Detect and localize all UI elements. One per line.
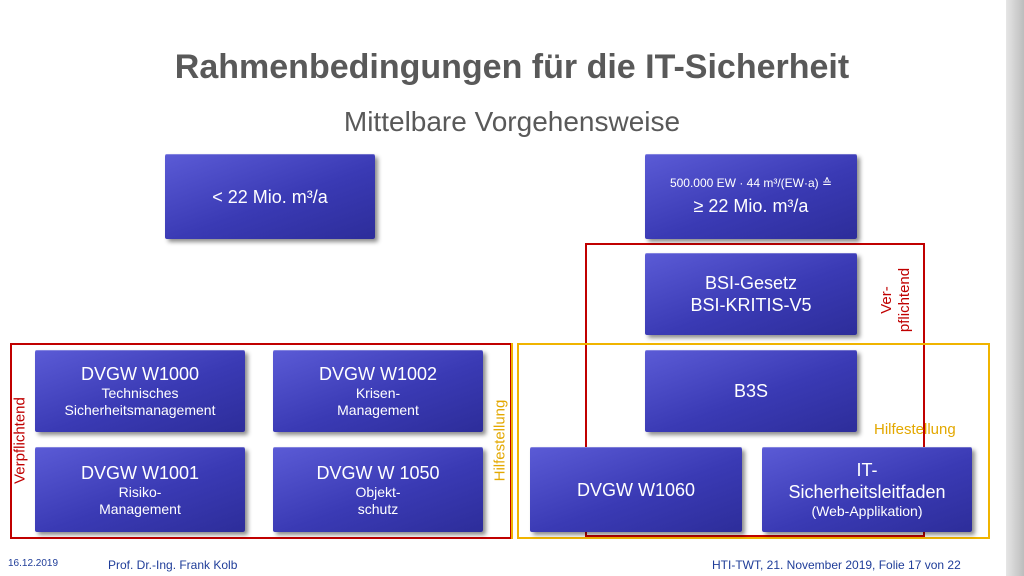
box-lt-22-mio-label: < 22 Mio. m³/a [212, 186, 328, 207]
box-ge-22-mio-formula: 500.000 EW · 44 m³/(EW·a) ≙ [669, 176, 833, 190]
box-w1050-label: DVGW W 1050 [316, 462, 440, 483]
box-dvgw-w1050: DVGW W 1050 Objekt- schutz [273, 447, 483, 532]
box-w1001-label: DVGW W1001 [80, 462, 200, 483]
box-ge-22-mio-label: ≥ 22 Mio. m³/a [693, 196, 809, 216]
box-dvgw-w1060: DVGW W1060 [530, 447, 742, 532]
box-bsi-line1: BSI-Gesetz [704, 273, 798, 293]
right-red-frame [585, 243, 925, 537]
box-b3s-label: B3S [733, 381, 769, 401]
box-w1002-sub1: Krisen- [355, 385, 401, 401]
footer-date: 16.12.2019 [8, 558, 59, 569]
box-itsl-sub: (Web-Applikation) [811, 503, 923, 519]
box-dvgw-w1000: DVGW W1000 Technisches Sicherheitsmanage… [35, 350, 245, 432]
box-w1000-sub1: Technisches [101, 385, 179, 401]
box-b3s: B3S [645, 350, 857, 432]
label-hilfestellung-left: Hilfestellung [491, 399, 509, 482]
right-gold-frame [517, 343, 990, 539]
label-verpflichtend-left: Verpflichtend [11, 397, 29, 484]
slide-subtitle: Mittelbare Vorgehensweise [343, 106, 681, 137]
label-hilfestellung-right: Hilfestellung [874, 421, 956, 438]
box-itsl-line2: Sicherheitsleitfaden [788, 482, 946, 502]
label-ver-line1: Ver- [878, 286, 895, 314]
right-edge-strip [1006, 0, 1024, 576]
box-w1050-sub2: schutz [357, 500, 399, 517]
box-bsi-line2: BSI-KRITIS-V5 [690, 295, 812, 315]
footer-author: Prof. Dr.-Ing. Frank Kolb [108, 558, 238, 572]
box-w1002-label: DVGW W1002 [318, 364, 438, 384]
box-lt-22-mio: < 22 Mio. m³/a [165, 154, 375, 239]
left-gold-frame-right-edge [511, 343, 513, 539]
box-itsl-line1: IT- [856, 460, 878, 480]
box-w1060-label: DVGW W1060 [576, 479, 696, 500]
box-it-sicherheitsleitfaden: IT- Sicherheitsleitfaden (Web-Applikatio… [762, 447, 972, 532]
box-w1002-sub2: Management [337, 402, 419, 418]
box-dvgw-w1002: DVGW W1002 Krisen- Management [273, 350, 483, 432]
box-dvgw-w1001: DVGW W1001 Risiko- Management [35, 447, 245, 532]
box-w1050-sub1: Objekt- [355, 483, 401, 500]
box-w1000-label: DVGW W1000 [80, 364, 200, 384]
slide-title: Rahmenbedingungen für die IT-Sicherheit [174, 48, 850, 86]
box-w1001-sub2: Management [99, 500, 181, 517]
footer-event: HTI-TWT, 21. November 2019, Folie 17 von… [712, 558, 961, 572]
box-w1001-sub1: Risiko- [118, 483, 162, 500]
box-bsi-gesetz: BSI-Gesetz BSI-KRITIS-V5 [645, 253, 857, 335]
box-ge-22-mio: 500.000 EW · 44 m³/(EW·a) ≙ ≥ 22 Mio. m³… [645, 154, 857, 239]
label-ver-pflichtend-right: Ver- pflichtend [858, 260, 934, 340]
box-w1000-sub2: Sicherheitsmanagement [64, 402, 216, 418]
label-ver-line2: pflichtend [896, 267, 913, 333]
